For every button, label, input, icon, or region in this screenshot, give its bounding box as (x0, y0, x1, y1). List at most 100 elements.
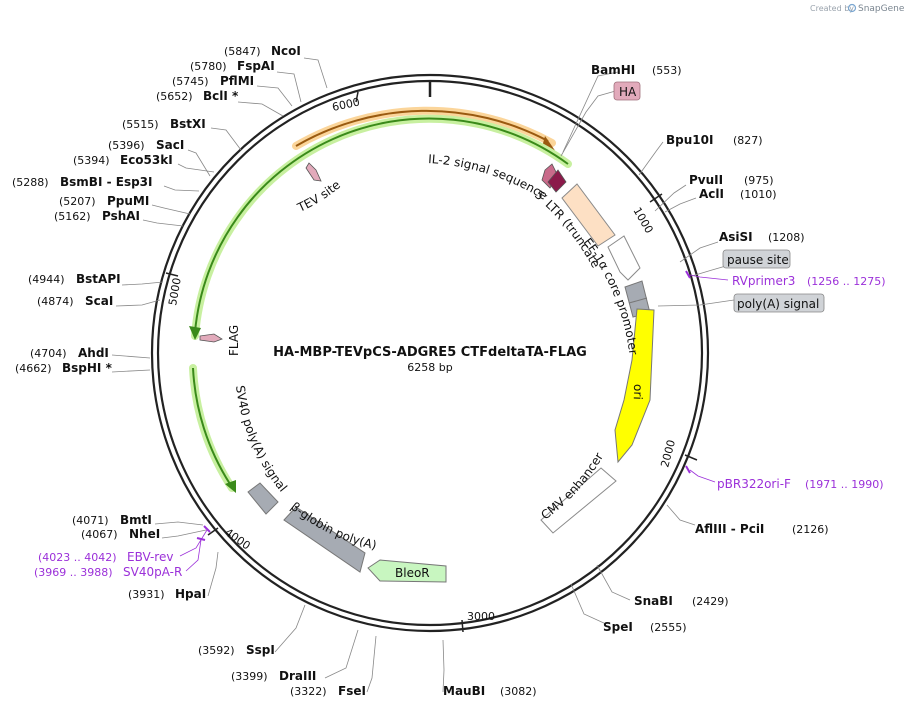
tick-6000 (355, 91, 359, 103)
site-pos-bsphi: (4662) (15, 362, 52, 375)
site-pos-ppumi: (5207) (59, 195, 96, 208)
flag-shape (199, 333, 223, 343)
site-pos-draiii: (3399) (231, 670, 268, 683)
site-pos-fsei: (3322) (290, 685, 327, 698)
sv40-polya-shape (247, 482, 279, 515)
site-name-spei: SpeI (603, 620, 633, 634)
ltr-shape (561, 183, 616, 247)
primer-name-ebv-rev: EBV-rev (127, 550, 173, 564)
feature-label-tev: TEV site (294, 178, 343, 216)
site-name-fsei: FseI (338, 684, 366, 698)
svg-text:pause site: pause site (727, 253, 789, 267)
site-name-asisi: AsiSI (719, 230, 753, 244)
site-pos-pshai: (5162) (54, 210, 91, 223)
site-pos-pflmi: (5745) (172, 75, 209, 88)
boxed-label-polya-signal: poly(A) signal (733, 293, 825, 313)
ef1-promoter-shape (607, 235, 641, 281)
credit-brand: SnapGene (858, 4, 905, 14)
cmv-enhancer-shape (540, 467, 617, 534)
site-pos-bpu10i: (827) (733, 134, 763, 147)
boxed-label-ha: HA (613, 81, 641, 101)
site-name-bcli: BclI * (203, 89, 239, 103)
site-pos-asisi: (1208) (768, 231, 805, 244)
site-name-pflmi: PflMI (220, 74, 254, 88)
green-orf-arrow (189, 114, 572, 340)
site-pos-eco53ki: (5394) (73, 154, 110, 167)
il2-signal-arrow (547, 169, 567, 193)
site-name-pshai: PshAI (102, 209, 140, 223)
site-pos-ncoi: (5847) (224, 45, 261, 58)
tick-3000 (461, 619, 464, 633)
tick-4000 (207, 527, 219, 536)
site-name-bmti: BmtI (120, 513, 152, 527)
bleor-shape (367, 559, 447, 583)
tick-label-6000: 6000 (331, 95, 361, 114)
primer-name-sv40pa-r: SV40pA-R (123, 565, 182, 579)
site-name-eco53ki: Eco53kI (120, 153, 173, 167)
site-pos-scai: (4874) (37, 295, 74, 308)
tev-site-shape (305, 162, 322, 182)
site-name-acli: AclI (699, 187, 724, 201)
primer-name-pbr322ori: pBR322ori-F (717, 477, 791, 491)
site-pos-bstxi: (5515) (122, 118, 159, 131)
backbone (150, 73, 710, 633)
feature-label-ori: ori (631, 384, 645, 400)
green-orf-arrow-lower (189, 364, 236, 493)
tick-5000 (165, 272, 179, 277)
primer-mark-ebv-rev (203, 525, 211, 533)
site-pos-ahdi: (4704) (30, 347, 67, 360)
svg-text:HA: HA (619, 85, 637, 99)
boxed-label-pause-site: pause site (722, 249, 791, 269)
beta-globin-shape (283, 506, 366, 573)
site-pos-snabi: (2429) (692, 595, 729, 608)
primer-mark-pbr322ori (685, 465, 691, 474)
site-name-sspi: SspI (246, 643, 275, 657)
tick-1000 (649, 193, 663, 203)
primer-mark-rvprimer3 (685, 270, 691, 279)
site-pos-acli: (1010) (740, 188, 777, 201)
site-name-ahdi: AhdI (78, 346, 109, 360)
primer-name-rvprimer3: RVprimer3 (732, 274, 795, 288)
tick-marks (165, 91, 698, 633)
snapgene-logo-icon (847, 3, 857, 13)
site-name-bamhi: BamHI (591, 63, 635, 77)
plasmid-length: 6258 bp (407, 361, 452, 374)
primer-range-sv40pa-r: (3969 .. 3988) (34, 566, 113, 579)
site-pos-bstapi: (4944) (28, 273, 65, 286)
site-pos-bcli: (5652) (156, 90, 193, 103)
site-name-hpai: HpaI (175, 587, 206, 601)
leader-lines (111, 57, 751, 693)
ori-shape (614, 308, 655, 464)
site-pos-fspai: (5780) (190, 60, 227, 73)
site-name-ppumi: PpuMI (107, 194, 149, 208)
site-pos-sspi: (3592) (198, 644, 235, 657)
site-name-saci: SacI (156, 138, 184, 152)
site-name-scai: ScaI (85, 294, 113, 308)
svg-text:poly(A) signal: poly(A) signal (737, 297, 819, 311)
site-pos-afliii: (2126) (792, 523, 829, 536)
site-pos-maubi: (3082) (500, 685, 537, 698)
credit-prefix: Created by (810, 4, 854, 13)
primer-mark-sv40pa-r (196, 537, 206, 541)
feature-label-sv40-polya: SV40 poly(A) signal (233, 385, 290, 495)
site-pos-hpai: (3931) (128, 588, 165, 601)
site-pos-bmti: (4071) (72, 514, 109, 527)
primer-range-ebv-rev: (4023 .. 4042) (38, 551, 117, 564)
feature-label-bleor: BleoR (395, 566, 430, 580)
site-name-afliii: AflIII - PciI (695, 522, 764, 536)
primer-leader-lines (179, 274, 729, 572)
primer-range-pbr322ori: (1971 .. 1990) (805, 478, 884, 491)
site-name-bstapi: BstAPI (76, 272, 121, 286)
site-name-ncoi: NcoI (271, 44, 301, 58)
primer-range-rvprimer3: (1256 .. 1275) (807, 275, 886, 288)
tick-label-2000: 2000 (658, 438, 678, 468)
tick-label-5000: 5000 (166, 277, 184, 307)
tick-label-4000: 4000 (222, 526, 252, 553)
tick-label-3000: 3000 (467, 610, 495, 623)
tick-label-1000: 1000 (630, 205, 655, 236)
site-name-fspai: FspAI (237, 59, 275, 73)
site-name-pvuii: PvuII (689, 173, 723, 187)
feature-label-il2: IL-2 signal sequence (428, 152, 550, 203)
site-pos-saci: (5396) (108, 139, 145, 152)
